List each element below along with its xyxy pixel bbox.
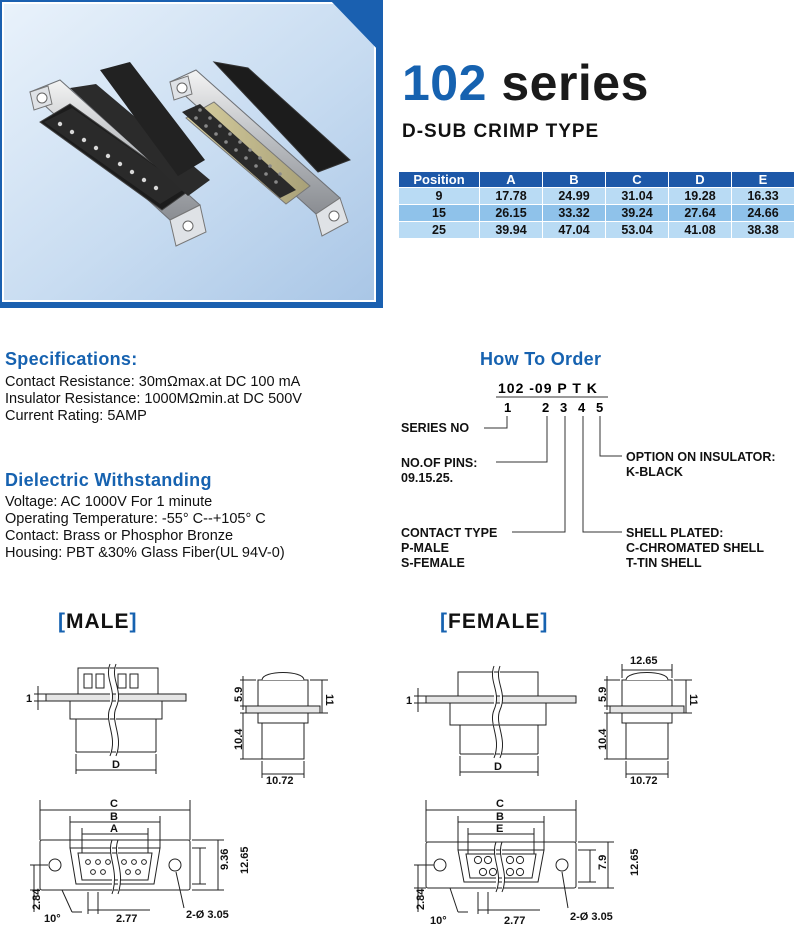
order-pins-title: NO.OF PINS: [401,456,478,470]
order-digit-2: 2 [542,400,550,415]
product-photo [0,0,383,308]
female-dim-11: 11 [687,694,699,706]
female-dim-1: 1 [406,695,412,707]
spec-line: Contact Resistance: 30mΩmax.at DC 100 mA [5,374,301,390]
male-dim-277: 2.77 [116,913,137,925]
order-option-title: OPTION ON INSULATOR: [626,450,776,464]
male-dim-936: 9.36 [219,849,231,870]
order-contact-male: P-MALE [401,541,449,555]
table-cell: 38.38 [731,221,795,239]
column-header: D [668,171,732,188]
table-cell: 39.94 [479,221,543,239]
female-dim-d: D [494,761,502,773]
male-connector-photo [29,62,210,247]
how-to-order-heading: How To Order [480,349,602,369]
table-cell: 16.33 [731,187,795,205]
male-dim-11: 11 [323,694,335,706]
series-title: 102 series [402,58,649,108]
table-cell: 26.15 [479,204,543,222]
dielectric-line: Operating Temperature: -55° C--+105° C [5,511,266,527]
dielectric-line: Housing: PBT &30% Glass Fiber(UL 94V-0) [5,545,285,561]
order-digit-5: 5 [596,400,604,415]
female-dim-1072: 10.72 [630,775,658,787]
female-dim-e: E [496,823,503,835]
specifications-list: Contact Resistance: 30mΩmax.at DC 100 mA… [5,374,302,425]
order-digit-1: 1 [504,400,512,415]
male-dim-104: 10.4 [233,728,245,750]
order-shell-chromated: C-CHROMATED SHELL [626,541,764,555]
female-dim-b: B [496,811,504,823]
male-dim-a: A [110,823,118,835]
female-dim-1265: 12.65 [629,848,641,876]
female-dim-284: 2.84 [415,888,427,910]
order-contact-title: CONTACT TYPE [401,526,498,540]
table-header-row: Position A B C D E [398,171,795,188]
order-option-black: K-BLACK [626,465,683,479]
female-dim-c: C [496,798,504,810]
female-dim-1265-top: 12.65 [630,655,658,667]
table-cell: 9 [398,187,480,205]
male-dim-59: 5.9 [233,687,245,702]
dielectric-list: Voltage: AC 1000V For 1 minute Operating… [5,494,285,562]
table-cell: 47.04 [542,221,606,239]
order-code: 102 -09 P T K [498,380,598,396]
column-header: A [479,171,543,188]
male-title: [MALE] [58,610,138,633]
dielectric-heading: Dielectric Withstanding [5,470,212,490]
female-dim-104: 10.4 [597,728,609,750]
dimension-table: Position A B C D E 9 17.78 24.99 31.04 1… [398,171,795,239]
male-dim-d: D [112,759,120,771]
order-digit-3: 3 [560,400,568,415]
female-dim-hole: 2-Ø 3.05 [570,911,613,923]
series-subtitle: D-SUB CRIMP TYPE [402,121,600,142]
female-title: [FEMALE] [440,610,549,633]
order-pins-values: 09.15.25. [401,471,454,485]
dielectric-line: Voltage: AC 1000V For 1 minute [5,494,213,510]
table-row: 25 39.94 47.04 53.04 41.08 38.38 [398,221,795,239]
order-contact-female: S-FEMALE [401,556,465,570]
female-connector-photo [169,61,351,237]
male-dim-1265: 12.65 [239,846,251,874]
male-drawing: 1 D 5.9 11 10.4 10.72 C B A 9.36 12.65 2… [26,663,335,925]
order-option-block: OPTION ON INSULATOR: K-BLACK [626,450,776,480]
female-dim-277: 2.77 [504,915,525,927]
order-digit-4: 4 [578,400,586,415]
order-pins-block: NO.OF PINS: 09.15.25. [401,456,477,486]
spec-line: Insulator Resistance: 1000MΩmin.at DC 50… [5,391,302,407]
female-dim-10deg: 10° [430,915,447,927]
order-shell-block: SHELL PLATED: C-CHROMATED SHELL T-TIN SH… [626,526,764,571]
male-dim-1072: 10.72 [266,775,294,787]
order-leader-lines [484,396,622,533]
male-dim-c: C [110,798,118,810]
dielectric-line: Contact: Brass or Phosphor Bronze [5,528,234,544]
female-dim-59: 5.9 [597,687,609,702]
specifications-heading: Specifications: [5,349,138,369]
spec-line: Current Rating: 5AMP [5,408,147,424]
male-dim-284: 2.84 [31,888,43,910]
female-dim-79: 7.9 [597,855,609,870]
female-drawing: 1 D 12.65 5.9 11 10.4 10.72 C B E 7.9 12… [406,655,699,927]
table-cell: 25 [398,221,480,239]
table-cell: 53.04 [605,221,669,239]
male-dim-hole: 2-Ø 3.05 [186,909,229,921]
order-series-label: SERIES NO [401,421,470,435]
order-contact-block: CONTACT TYPE P-MALE S-FEMALE [401,526,497,571]
table-cell: 17.78 [479,187,543,205]
order-shell-title: SHELL PLATED: [626,526,724,540]
male-dim-10deg: 10° [44,913,61,925]
table-cell: 15 [398,204,480,222]
male-dim-1: 1 [26,693,32,705]
order-shell-tin: T-TIN SHELL [626,556,702,570]
table-row: 15 26.15 33.32 39.24 27.64 24.66 [398,204,795,222]
series-number: 102 [402,55,487,111]
series-word: series [501,55,649,111]
table-cell: 19.28 [668,187,732,205]
column-header: E [731,171,795,188]
table-cell: 24.66 [731,204,795,222]
table-cell: 27.64 [668,204,732,222]
table-cell: 41.08 [668,221,732,239]
male-dim-b: B [110,811,118,823]
column-header: Position [398,171,480,188]
